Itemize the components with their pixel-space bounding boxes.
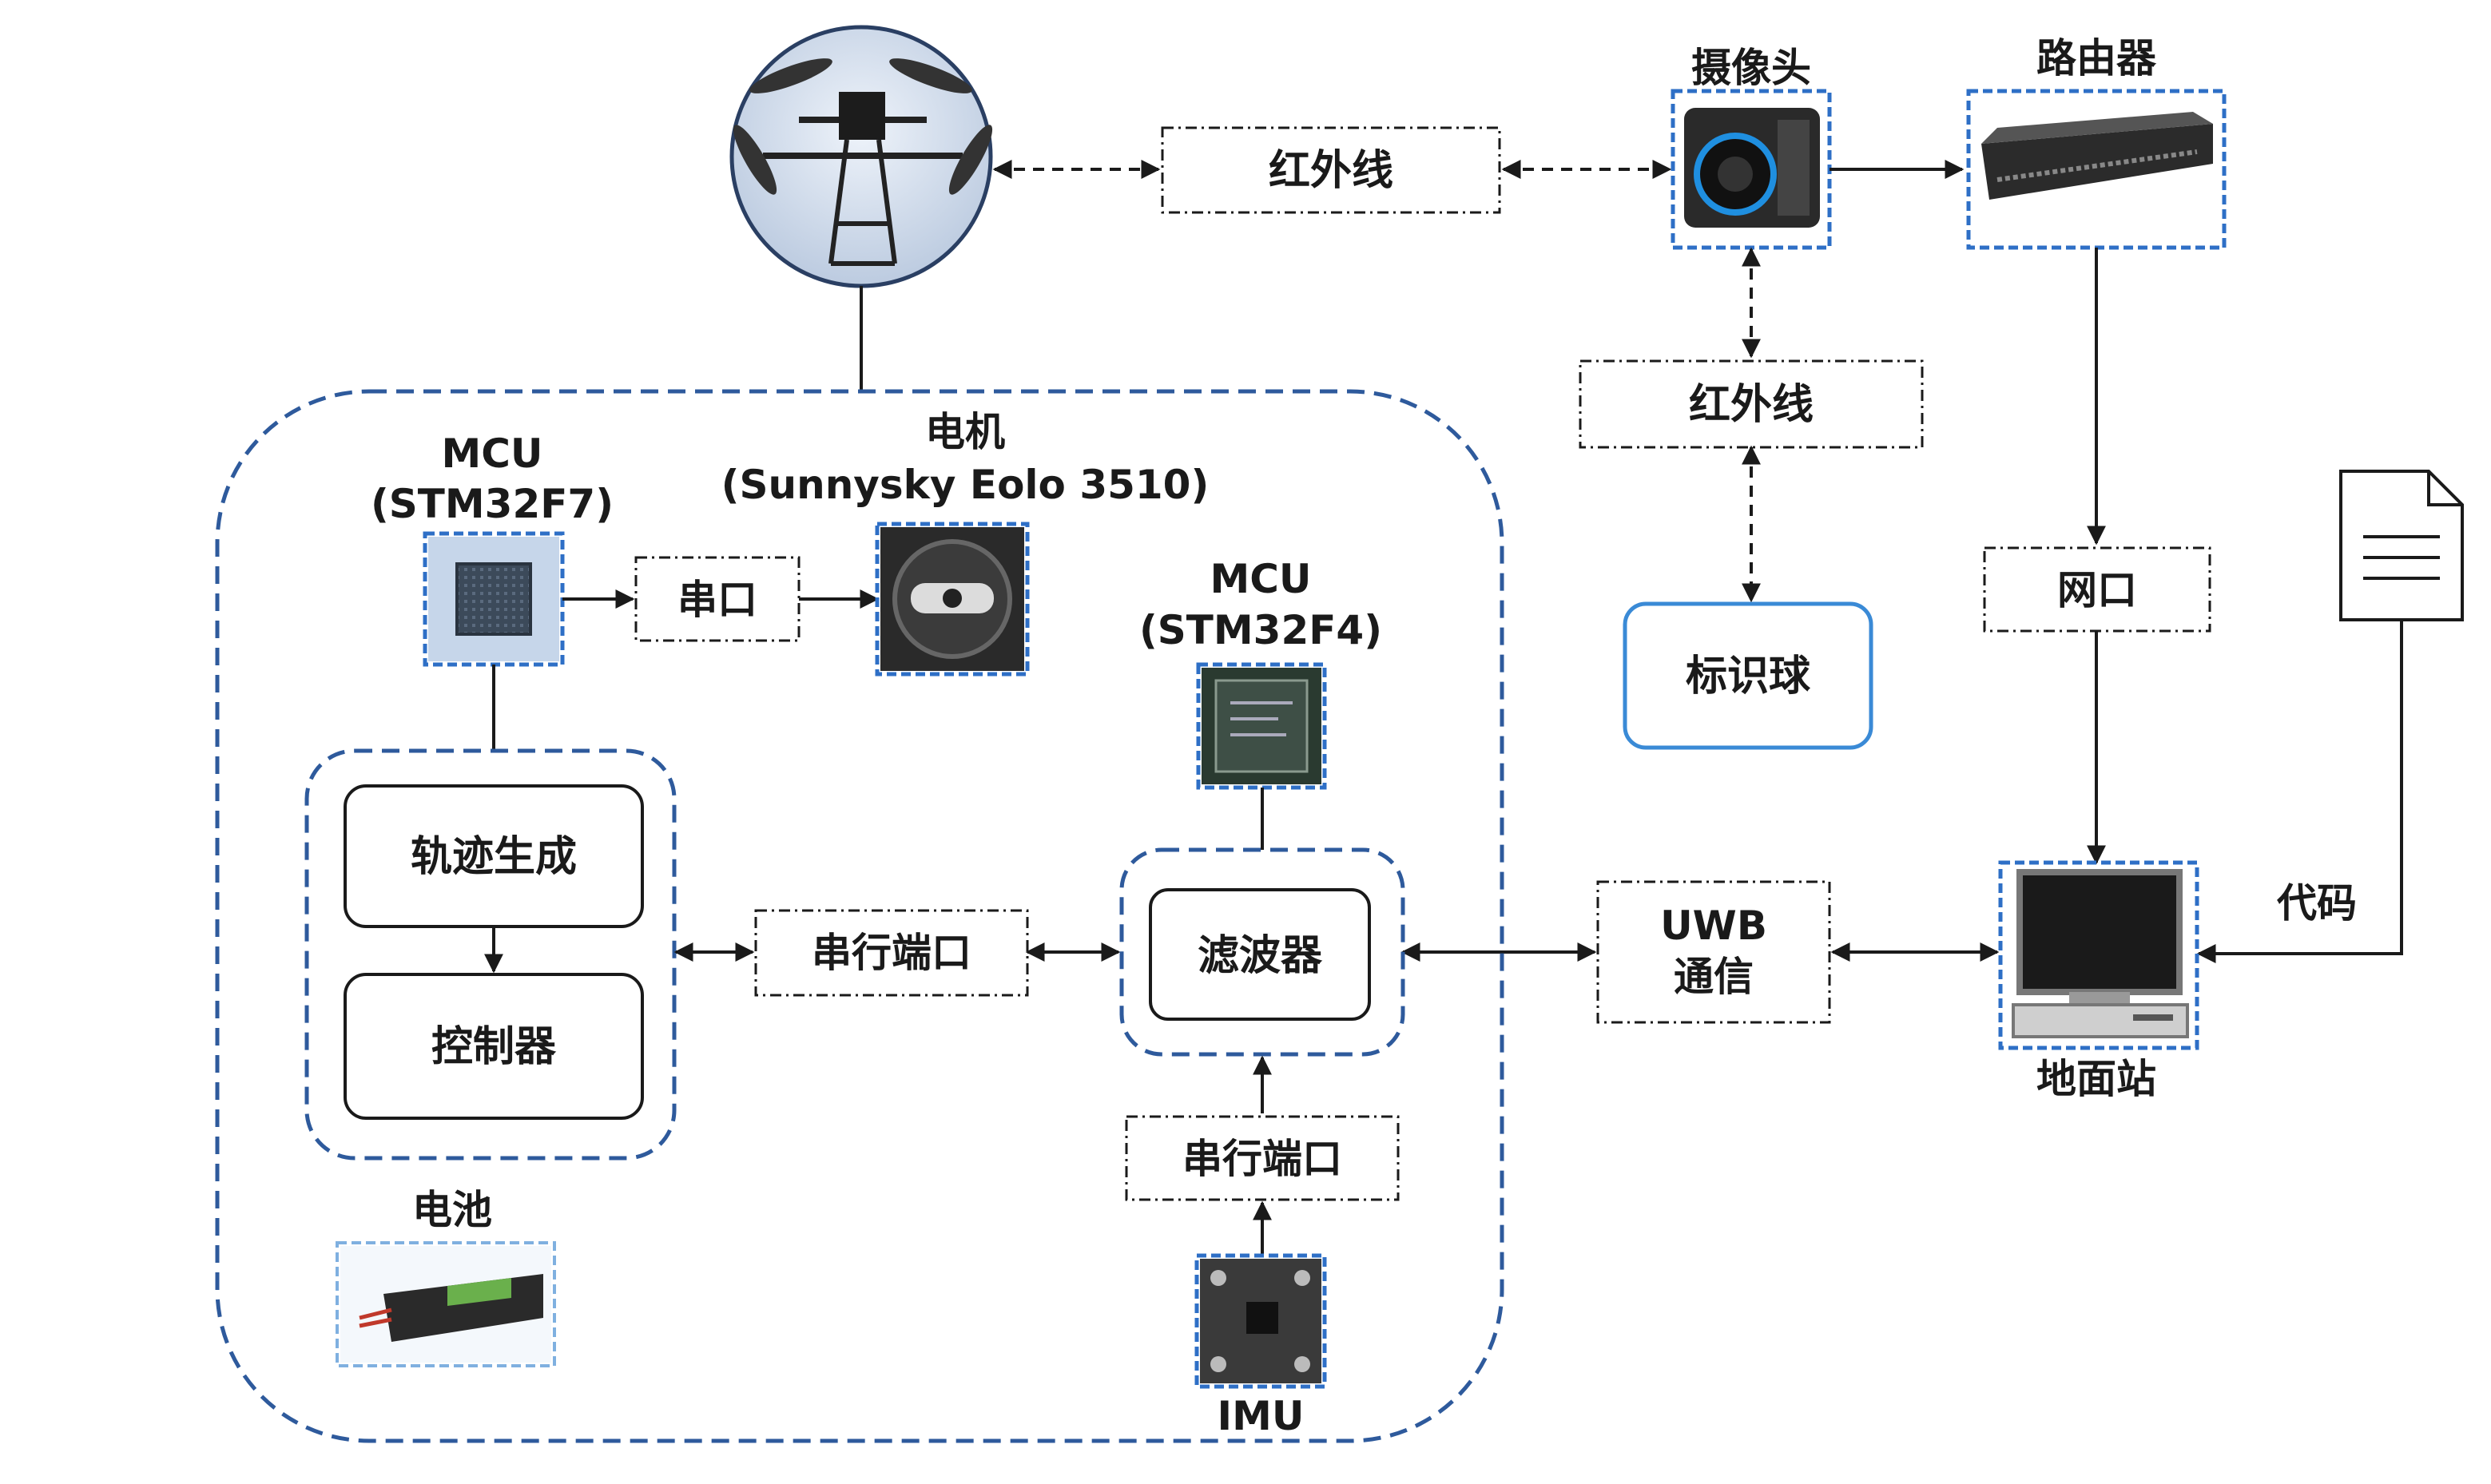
mcu-f4-label-line2: (STM32F4) [1139,607,1382,653]
marker-ball-label: 标识球 [1686,653,1811,700]
infrared-vertical-label: 红外线 [1689,381,1814,429]
camera-image [1676,94,1826,244]
mcu-f7-label-line1: MCU [441,431,542,477]
controller-box [344,973,644,1120]
motor-label-line1: 电机 [925,409,1005,455]
ground-station-label: 地面站 [2036,1056,2156,1102]
marker-ball-box [1623,601,1873,750]
network-port-label: 网口 [2057,567,2137,613]
serial-port-label: 串口 [677,577,757,623]
mcu-f7-label-line2: (STM32F7) [371,481,614,527]
mcu-f7-chip-image [428,537,559,661]
onboard-system-frame [215,389,1504,1443]
uwb-label-line1: UWB [1660,903,1767,949]
motor-frame [875,522,1030,677]
battery-image [340,1246,551,1363]
imu-board-image [1200,1259,1321,1383]
ground-station-image [2004,866,2194,1045]
router-label: 路由器 [2036,35,2157,81]
serial-interface-low-box [1125,1115,1400,1201]
serial-interface-mid-label: 串行端口 [812,930,971,976]
battery-label: 电池 [412,1187,492,1233]
drone-image [729,25,993,288]
infrared-vertical-box [1579,359,1924,449]
battery-frame [336,1241,556,1367]
mcu-f4-chip-image [1202,668,1321,784]
document-icon [2339,470,2464,621]
code-label: 代码 [2276,880,2357,927]
imu-frame [1194,1253,1327,1389]
uwb-label-line2: 通信 [1674,954,1754,1000]
mcu-f4-frame [1196,662,1327,790]
trajectory-label: 轨迹生成 [411,833,577,881]
serial-port-box [634,556,801,642]
motor-label-line2: (Sunnysky Eolo 3510) [721,462,1210,508]
serial-interface-low-label: 串行端口 [1182,1136,1342,1182]
serial-interface-mid-box [754,909,1029,997]
controller-label: 控制器 [431,1023,557,1071]
filter-group-frame [1119,847,1405,1057]
network-port-box [1983,546,2211,633]
filter-label: 滤波器 [1198,932,1323,980]
infrared-top-box [1161,126,1501,214]
imu-label: IMU [1218,1393,1305,1439]
motor-image [880,527,1024,671]
mcu-f4-label-line1: MCU [1210,556,1311,602]
ground-station-frame [1998,860,2199,1050]
router-image [1972,94,2221,244]
camera-label: 摄像头 [1691,45,1811,91]
code-ground-link [2196,620,2403,963]
infrared-top-label: 红外线 [1269,147,1393,195]
filter-box [1149,888,1371,1021]
uwb-box [1596,880,1831,1024]
